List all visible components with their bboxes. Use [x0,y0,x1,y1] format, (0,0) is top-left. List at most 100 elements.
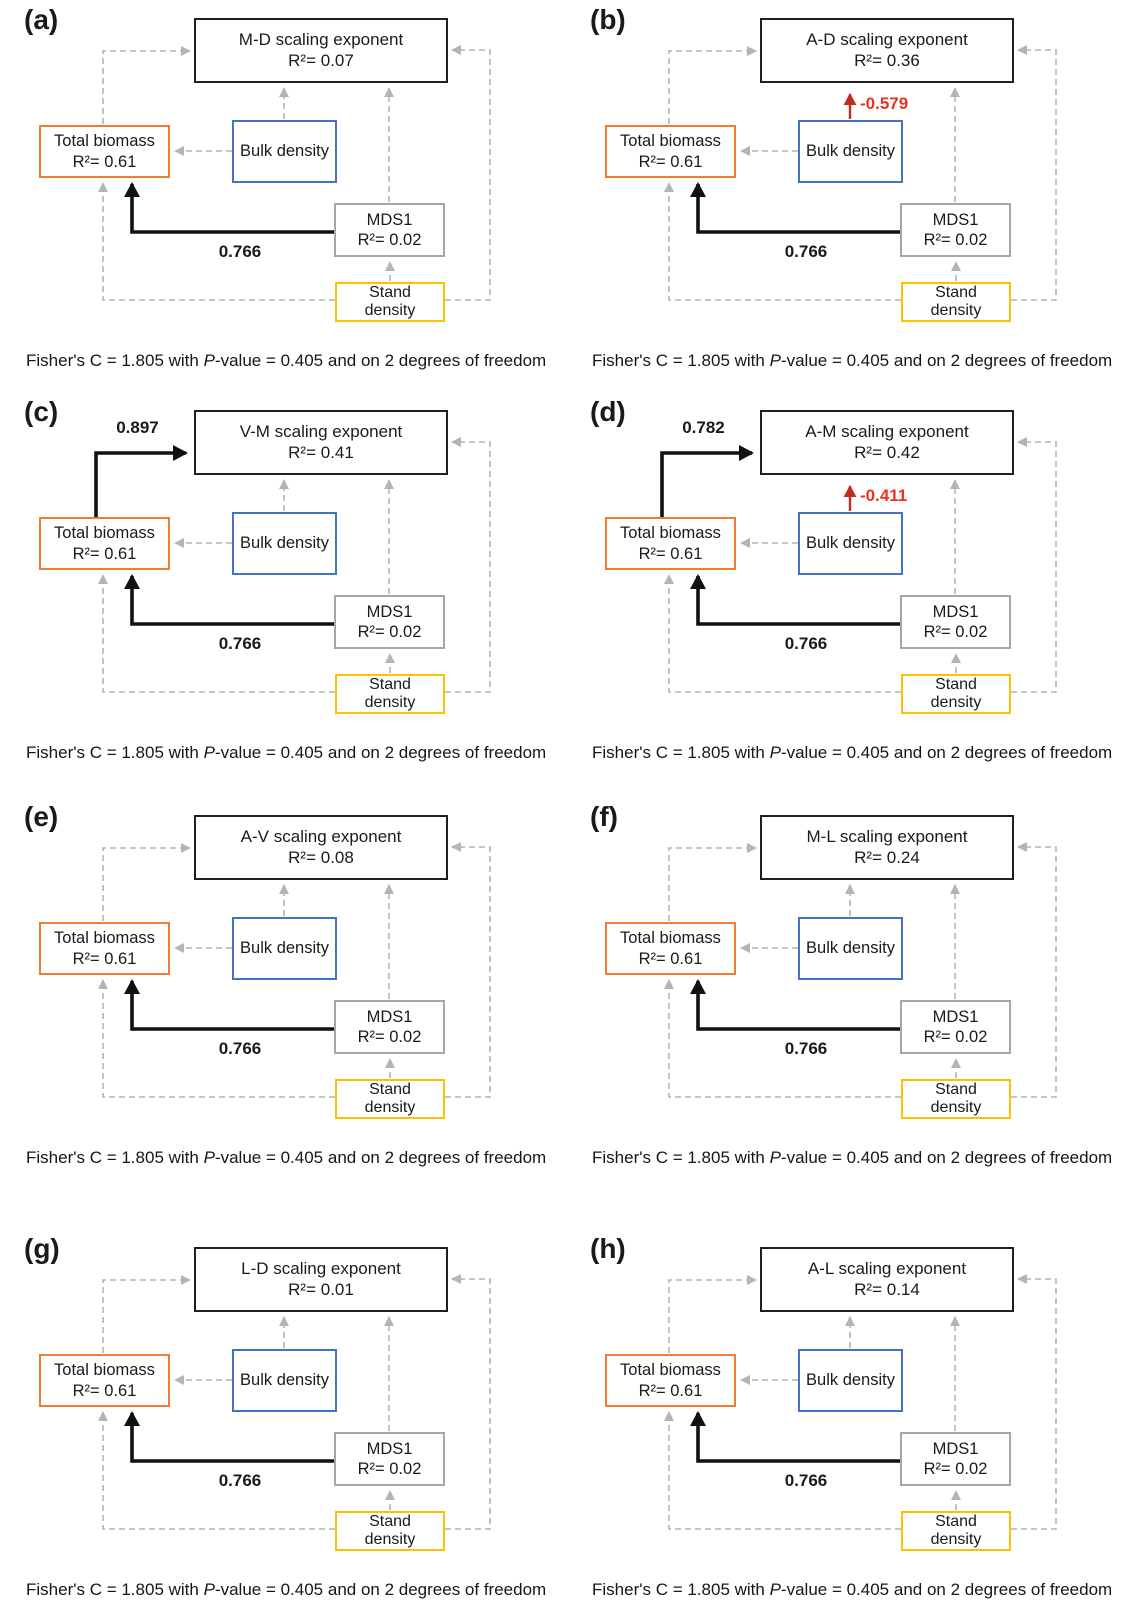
scaling-exponent-r2: R²= 0.01 [288,1279,354,1299]
scaling-exponent-r2: R²= 0.14 [854,1279,920,1299]
fisher-note-suffix: -value = 0.405 and on 2 degrees of freed… [214,743,547,762]
total-biomass-node: Total biomass R²= 0.61 [605,1354,736,1407]
bulk-density-title: Bulk density [806,142,895,161]
mds1-r2: R²= 0.02 [923,1460,988,1478]
bulk-density-node: Bulk density [232,120,337,183]
bulk-density-title: Bulk density [240,1371,329,1390]
fisher-note-prefix: Fisher's C = 1.805 with [26,1580,204,1599]
mds1-to-biomass-coefficient-label: 0.766 [218,242,262,261]
dashed-path-stand-to-biomass [664,979,901,1098]
dashed-path-stand-to-biomass [664,182,901,301]
mds1-title: MDS1 [932,210,979,229]
fisher-note-suffix: -value = 0.405 and on 2 degrees of freed… [214,1148,547,1167]
stand-density-node: Stand density [335,282,445,322]
bulk-density-title: Bulk density [806,534,895,553]
bulk-density-title: Bulk density [806,1371,895,1390]
bulk-density-node: Bulk density [232,917,337,980]
total-biomass-title: Total biomass [54,132,155,151]
dashed-path-stand-to-biomass [98,1411,335,1530]
fisher-note-suffix: -value = 0.405 and on 2 degrees of freed… [780,1148,1113,1167]
mds1-to-biomass-coefficient-label: 0.766 [218,1471,262,1490]
solid-path-mds1-to-biomass [690,1411,900,1463]
fisher-note-suffix: -value = 0.405 and on 2 degrees of freed… [780,743,1113,762]
bulk-density-node: Bulk density [798,917,903,980]
scaling-exponent-node: A-V scaling exponent R²= 0.08 [194,815,448,880]
bulk-density-title: Bulk density [806,939,895,958]
solid-path-mds1-to-biomass [124,182,334,234]
stand-density-node: Stand density [901,674,1011,714]
total-biomass-title: Total biomass [54,929,155,948]
scaling-exponent-node: L-D scaling exponent R²= 0.01 [194,1247,448,1312]
path-layer [664,842,1057,1098]
dashed-path-biomass-to-exponent [102,1275,191,1353]
bulk-density-node: Bulk density [798,1349,903,1412]
panel-letter-label: (g) [24,1233,60,1264]
sem-panel: (e) A-V scaling exponent R²= 0.08 Total … [0,797,566,1189]
dashed-path-stand-to-exponent [1011,437,1057,693]
stand-density-title: Stand density [364,1513,416,1548]
fisher-note-p-symbol: P [769,351,781,370]
panel-letter-label: (f) [590,801,618,832]
total-biomass-r2: R²= 0.61 [638,152,703,171]
stand-density-title: Stand density [364,676,416,711]
fisher-note-prefix: Fisher's C = 1.805 with [592,1148,770,1167]
mds1-title: MDS1 [932,1007,979,1026]
sem-panel: (c) V-M scaling exponent R²= 0.41 Total … [0,392,566,784]
mds1-node: MDS1 R²= 0.02 [334,203,445,257]
mds1-r2: R²= 0.02 [357,231,422,249]
sem-panel: (h) A-L scaling exponent R²= 0.14 Total … [566,1229,1132,1618]
scaling-exponent-r2: R²= 0.07 [288,50,354,70]
mds1-title: MDS1 [366,1007,413,1026]
stand-density-node: Stand density [335,1511,445,1551]
fisher-note-prefix: Fisher's C = 1.805 with [592,1580,770,1599]
total-biomass-r2: R²= 0.61 [638,544,703,563]
total-biomass-r2: R²= 0.61 [638,1381,703,1400]
bulk-to-exponent-coefficient-label: -0.579 [860,94,909,113]
mds1-to-biomass-coefficient-label: 0.766 [784,1039,828,1058]
scaling-exponent-node: M-D scaling exponent R²= 0.07 [194,18,448,83]
mds1-to-biomass-coefficient-label: 0.766 [784,1471,828,1490]
fisher-statistic-note: Fisher's C = 1.805 with P-value = 0.405 … [592,743,1112,763]
scaling-exponent-title: A-D scaling exponent [806,29,968,49]
mds1-node: MDS1 R²= 0.02 [900,1432,1011,1486]
total-biomass-title: Total biomass [620,1361,721,1380]
sem-panel: (g) L-D scaling exponent R²= 0.01 Total … [0,1229,566,1618]
mds1-r2: R²= 0.02 [923,623,988,641]
fisher-statistic-note: Fisher's C = 1.805 with P-value = 0.405 … [26,1580,546,1600]
fisher-note-p-symbol: P [203,351,215,370]
solid-path-biomass-to-exponent [94,445,188,518]
panel-letter-label: (e) [24,801,59,832]
biomass-to-exponent-coefficient-label: 0.897 [116,418,159,437]
solid-path-mds1-to-biomass [124,1411,334,1463]
dashed-path-biomass-to-exponent [668,46,757,124]
mds1-title: MDS1 [366,602,413,621]
stand-density-title: Stand density [364,1081,416,1116]
total-biomass-node: Total biomass R²= 0.61 [605,125,736,178]
fisher-statistic-note: Fisher's C = 1.805 with P-value = 0.405 … [592,351,1112,371]
dashed-path-stand-to-exponent [445,1274,491,1530]
path-layer [660,437,1057,693]
dashed-path-biomass-to-exponent [102,46,191,124]
scaling-exponent-node: M-L scaling exponent R²= 0.24 [760,815,1014,880]
dashed-path-biomass-to-exponent [102,843,191,921]
stand-density-title: Stand density [930,284,982,319]
fisher-note-p-symbol: P [769,743,781,762]
mds1-node: MDS1 R²= 0.02 [900,595,1011,649]
scaling-exponent-title: L-D scaling exponent [241,1258,401,1278]
total-biomass-r2: R²= 0.61 [638,949,703,968]
dashed-path-stand-to-biomass [98,574,335,693]
fisher-statistic-note: Fisher's C = 1.805 with P-value = 0.405 … [26,743,546,763]
total-biomass-r2: R²= 0.61 [72,949,137,968]
panel-letter-label: (c) [24,396,59,427]
scaling-exponent-title: V-M scaling exponent [239,421,403,441]
sem-panel: (b) A-D scaling exponent R²= 0.36 Total … [566,0,1132,392]
stand-density-title: Stand density [930,1081,982,1116]
total-biomass-title: Total biomass [620,132,721,151]
fisher-note-prefix: Fisher's C = 1.805 with [26,351,204,370]
fisher-note-suffix: -value = 0.405 and on 2 degrees of freed… [214,1580,547,1599]
total-biomass-node: Total biomass R²= 0.61 [39,517,170,570]
fisher-note-prefix: Fisher's C = 1.805 with [26,743,204,762]
solid-path-mds1-to-biomass [690,574,900,626]
dashed-path-stand-to-biomass [98,979,335,1098]
